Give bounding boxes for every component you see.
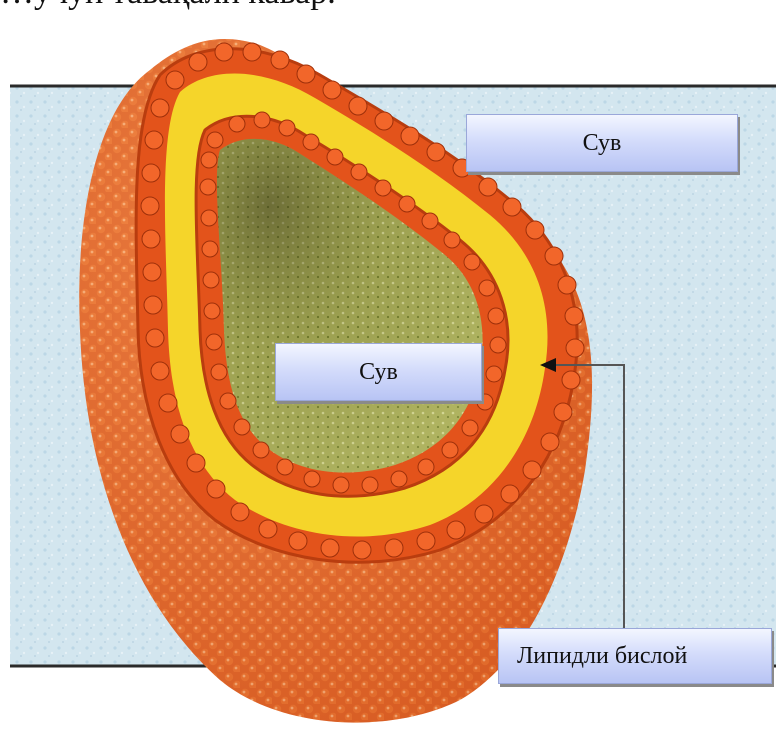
label-water-outside: Сув xyxy=(466,114,738,172)
label-lipid-bilayer: Липидли бислой xyxy=(498,628,772,684)
label-water-inside: Сув xyxy=(275,343,482,401)
